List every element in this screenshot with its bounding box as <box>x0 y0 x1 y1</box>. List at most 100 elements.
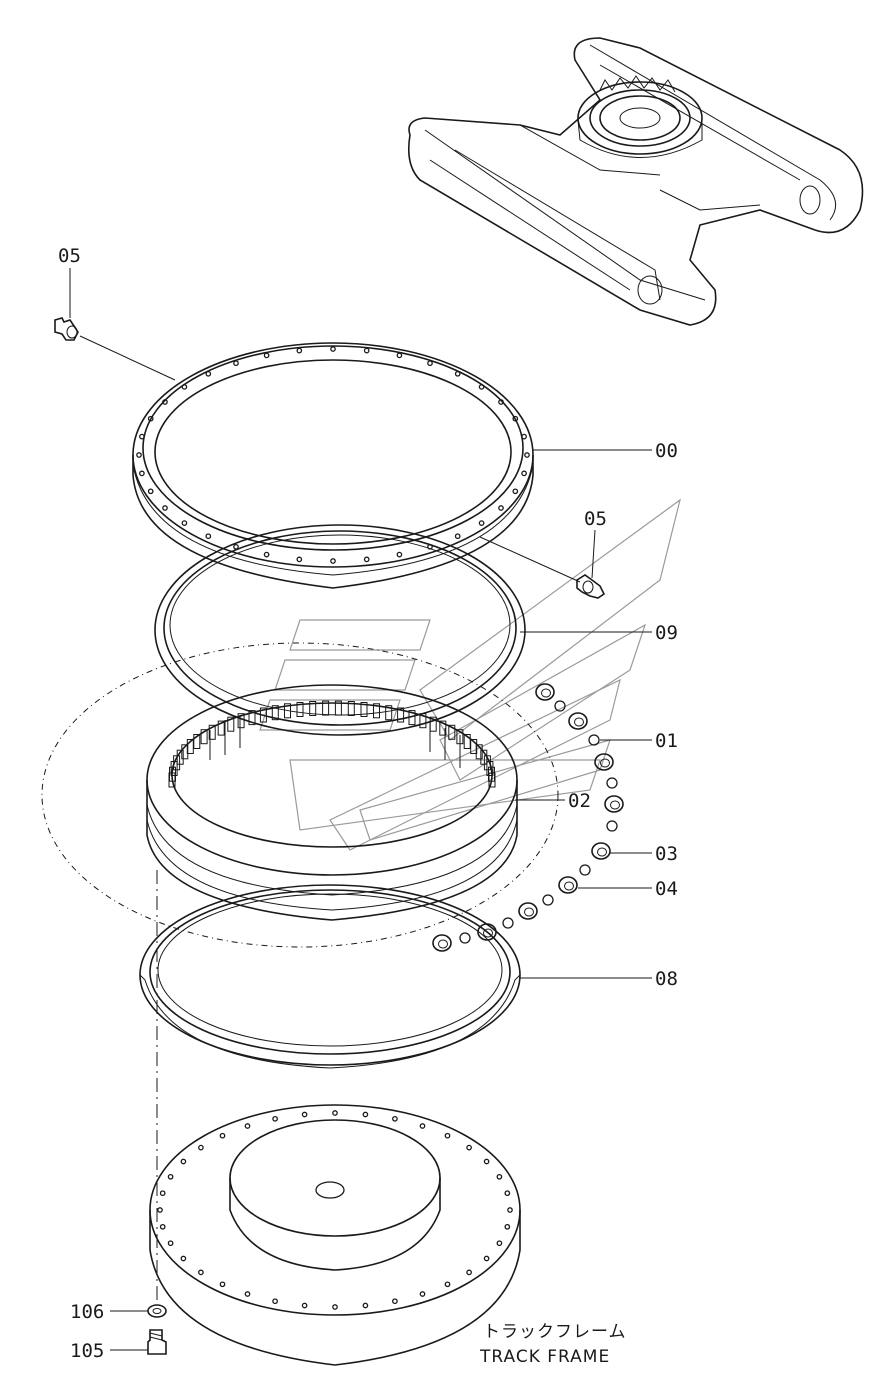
bolt-hole <box>244 1291 251 1297</box>
gear-tooth <box>309 701 317 716</box>
spacer <box>535 683 555 701</box>
callout-labels: 05 00 05 09 01 02 03 04 08 106 105 <box>58 245 678 1362</box>
caption-japanese: トラックフレーム <box>483 1322 627 1342</box>
bolt-hole <box>157 1207 163 1213</box>
ball <box>606 777 618 789</box>
gear-tooth <box>227 716 235 732</box>
bolt-hole <box>263 551 270 558</box>
bolt-hole <box>466 1269 472 1276</box>
bolt-hole <box>466 1144 472 1151</box>
spacer <box>518 902 538 920</box>
bolt-hole <box>301 1111 308 1118</box>
bolt-hole <box>444 1132 451 1139</box>
ball <box>542 894 554 906</box>
spacer <box>604 795 624 813</box>
bolt-hole <box>521 470 527 477</box>
spacer <box>568 712 588 730</box>
gear-tooth <box>408 710 416 726</box>
gear-tooth <box>488 772 496 788</box>
bolt-hole <box>205 533 212 540</box>
gear-tooth <box>334 700 342 716</box>
ball <box>502 917 514 929</box>
gear-tooth <box>237 713 245 729</box>
bolt-hole <box>478 520 485 526</box>
bolt-hole <box>483 1255 490 1262</box>
gear-tooth <box>385 705 393 721</box>
lower-seal-ring <box>139 884 521 1069</box>
callout-04: 04 <box>655 878 678 900</box>
spacer-bore <box>610 800 620 810</box>
ball <box>588 734 600 746</box>
bolt-hole <box>498 505 504 511</box>
callout-08: 08 <box>655 968 678 990</box>
gear-tooth <box>259 707 267 723</box>
spacer-bore <box>524 907 534 917</box>
bolt-hole <box>136 452 142 458</box>
callout-00: 00 <box>655 440 678 462</box>
gear-tooth <box>284 703 291 719</box>
gear-tooth <box>169 766 176 782</box>
bolt-hole <box>244 1123 251 1129</box>
track-frame-illustration <box>407 37 864 326</box>
bolt-hole <box>272 1298 278 1305</box>
gear-tooth <box>373 703 380 719</box>
gear-tooth <box>173 755 181 771</box>
bolt-hole <box>167 1240 174 1247</box>
bolt-hole <box>139 433 145 440</box>
bolt-hole <box>198 1269 204 1276</box>
bolt-hole <box>363 347 370 354</box>
bolt-hole <box>205 370 212 377</box>
outer-race-bolt-holes <box>136 346 530 564</box>
spacer-bore <box>574 717 584 727</box>
bolt-hole <box>301 1302 308 1309</box>
bolt-hole <box>504 1223 511 1230</box>
spacer-bore <box>564 881 574 891</box>
bolt-hole <box>392 1298 398 1305</box>
gear-tooth <box>200 729 208 745</box>
bolt-hole <box>330 558 336 564</box>
bolt-hole <box>496 1240 503 1247</box>
bolt-hole <box>139 470 145 477</box>
callout-05-upper: 05 <box>58 245 81 267</box>
gear-tooth <box>480 749 488 765</box>
gear-tooth <box>347 701 355 716</box>
bolt-hole <box>362 1111 369 1118</box>
callout-106: 106 <box>70 1301 104 1323</box>
bolt-hole <box>180 1255 187 1262</box>
bolt-hole <box>147 488 154 495</box>
bolt-hole <box>159 1190 166 1197</box>
bolt-hole <box>198 1144 204 1151</box>
bolt-hole <box>181 384 188 390</box>
bolt-hole <box>419 1291 426 1297</box>
bolt-hole <box>330 346 336 352</box>
bolt-hole <box>392 1115 398 1122</box>
outer-race-ring <box>132 342 534 589</box>
assembly-orbit-line <box>41 642 559 948</box>
bolt-hole <box>296 347 303 354</box>
callout-05-lower: 05 <box>584 508 607 530</box>
bolt-hole <box>263 352 270 359</box>
bolt-hole <box>162 505 168 511</box>
spacer <box>558 876 578 894</box>
bolt-hole <box>521 433 527 440</box>
ball <box>606 820 618 832</box>
spacer-bore <box>600 758 610 768</box>
bolt-hole <box>524 452 530 458</box>
gear-tooth <box>322 700 330 716</box>
bolt-hole <box>396 551 403 558</box>
bolt-hole <box>427 360 433 367</box>
bolt-hole <box>233 360 239 367</box>
spacer-bore <box>597 847 607 857</box>
bolt-hole <box>396 352 403 359</box>
bolt-hole <box>219 1281 226 1288</box>
bolt-hole <box>512 415 519 422</box>
bolt-hole <box>419 1123 426 1129</box>
gear-tooth <box>456 729 464 745</box>
spacer-bore <box>541 688 551 698</box>
ball <box>459 932 471 944</box>
bolt-hole <box>219 1132 226 1139</box>
bolt-hole <box>332 1304 338 1310</box>
gear-tooth <box>439 720 447 736</box>
